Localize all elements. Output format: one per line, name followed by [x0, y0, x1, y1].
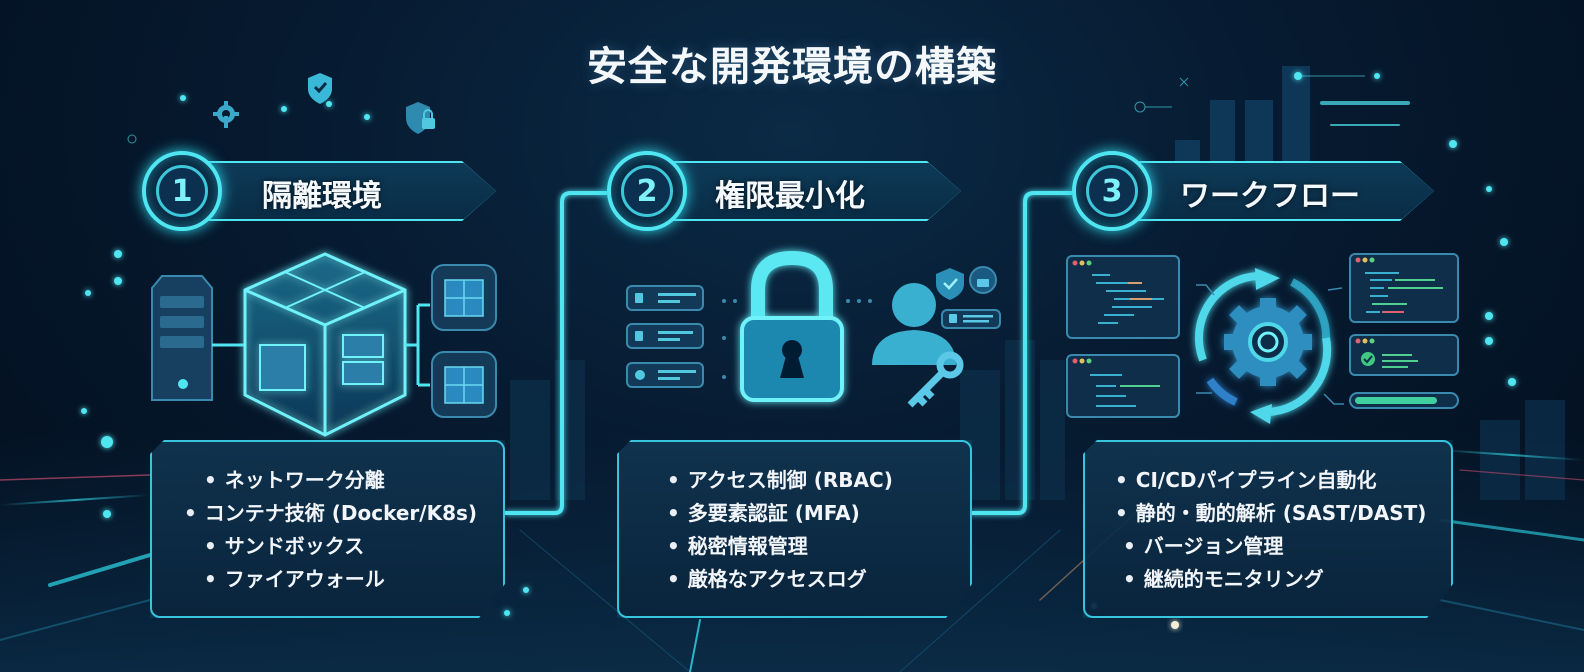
step-2-number-badge: 2 — [607, 151, 687, 231]
page-title: 安全な開発環境の構築 — [587, 44, 997, 90]
step-1-header: 1 隔離環境 — [142, 151, 502, 231]
step-3-item-list: •CI/CDパイプライン自動化 •静的・動的解析 (SAST/DAST) •バー… — [1085, 464, 1451, 596]
step-3-label: ワークフロー — [1180, 179, 1360, 214]
step-2-header: 2 権限最小化 — [607, 151, 967, 231]
list-item: •バージョン管理 — [1123, 534, 1284, 558]
step-2-details: •アクセス制御 (RBAC) •多要素認証 (MFA) •秘密情報管理 •厳格な… — [617, 440, 972, 618]
step-3-header: 3 ワークフロー — [1072, 151, 1442, 231]
step-1-details: •ネットワーク分離 •コンテナ技術 (Docker/K8s) •サンドボックス … — [150, 440, 505, 618]
list-item: •コンテナ技術 (Docker/K8s) — [184, 501, 478, 525]
list-item: •静的・動的解析 (SAST/DAST) — [1115, 501, 1427, 525]
list-item: •ファイアウォール — [204, 567, 385, 591]
list-item: •厳格なアクセスログ — [667, 567, 867, 591]
list-item: •継続的モニタリング — [1123, 567, 1324, 591]
list-item: •アクセス制御 (RBAC) — [667, 468, 893, 492]
step-2-item-list: •アクセス制御 (RBAC) •多要素認証 (MFA) •秘密情報管理 •厳格な… — [619, 464, 970, 596]
step-1-item-list: •ネットワーク分離 •コンテナ技術 (Docker/K8s) •サンドボックス … — [152, 464, 503, 596]
list-item: •多要素認証 (MFA) — [667, 501, 860, 525]
step-1-number-badge: 1 — [142, 151, 222, 231]
step-2-label: 権限最小化 — [715, 179, 865, 214]
list-item: •CI/CDパイプライン自動化 — [1115, 468, 1377, 492]
step-3-details: •CI/CDパイプライン自動化 •静的・動的解析 (SAST/DAST) •バー… — [1083, 440, 1453, 618]
step-3-number-badge: 3 — [1072, 151, 1152, 231]
list-item: •秘密情報管理 — [667, 534, 808, 558]
list-item: •サンドボックス — [204, 534, 365, 558]
list-item: •ネットワーク分離 — [204, 468, 385, 492]
step-1-label: 隔離環境 — [262, 179, 382, 214]
